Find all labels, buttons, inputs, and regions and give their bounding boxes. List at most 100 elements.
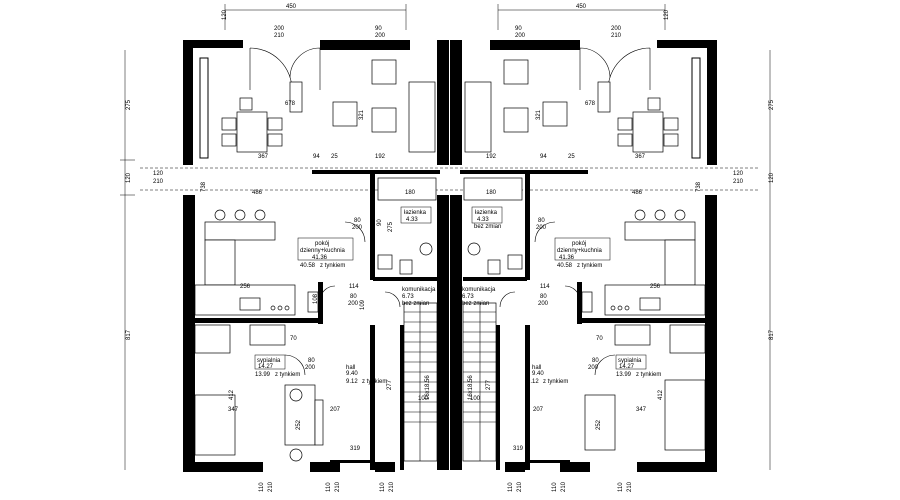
dining-table <box>236 111 268 153</box>
dim-right-817: 817 <box>769 329 775 340</box>
r-dim-192: 192 <box>486 154 497 160</box>
r-door-height: 200 <box>536 225 547 231</box>
r-bedroom-area-plaster-note: z tynkiem <box>636 372 661 378</box>
r-dim-367: 367 <box>635 154 646 160</box>
door-height: 200 <box>352 225 363 231</box>
r-dim-321: 321 <box>536 109 542 120</box>
dim-bottom-210b: 210 <box>335 481 341 492</box>
armchair <box>332 101 358 127</box>
hall-area: 9.40 <box>346 371 358 377</box>
door-width-3: 80 <box>308 358 315 364</box>
corridor-note: bez zmian <box>402 301 429 307</box>
r-bedroom-area-plaster: 13.99 <box>616 372 632 378</box>
armchair <box>371 59 397 85</box>
hall-area-plaster-note: z tynkiem <box>362 379 387 385</box>
dim-top-r-210: 210 <box>611 33 622 39</box>
bedroom-area-plaster-note: z tynkiem <box>275 372 300 378</box>
r-dim-114: 114 <box>540 284 550 290</box>
dim-100: 100 <box>418 396 429 402</box>
dim-277: 277 <box>387 379 393 390</box>
r-dim-412: 412 <box>658 389 664 400</box>
dim-bottom-210c: 210 <box>389 481 395 492</box>
r-dim-252: 252 <box>596 419 602 430</box>
dim-109: 109 <box>360 299 366 310</box>
corridor-label: komunikacja <box>402 287 436 293</box>
dim-right-210: 210 <box>733 179 744 185</box>
toilet <box>419 242 433 256</box>
r-dim-70: 70 <box>596 336 603 342</box>
dim-bottom-110: 110 <box>259 482 265 492</box>
r-bath-note: bez zmian <box>474 224 501 230</box>
dim-94: 94 <box>313 154 320 160</box>
living-room-label: pokój <box>315 241 329 247</box>
r-hall-area-plaster: 9.12 <box>527 379 539 385</box>
dim-347: 347 <box>228 407 239 413</box>
r-dim-bottom-110c: 110 <box>618 482 624 492</box>
living-room-area-plaster-note: z tynkiem <box>320 263 345 269</box>
r-dim-100: 100 <box>470 396 481 402</box>
r-door-width-3: 80 <box>592 358 599 364</box>
r-hall-area: 9.40 <box>532 371 544 377</box>
r-door-width-2: 80 <box>540 294 547 300</box>
r-corridor-label: komunikacja <box>462 287 496 293</box>
dim-top-90: 90 <box>375 26 382 32</box>
r-dim-319: 319 <box>513 446 524 452</box>
r-corridor-area: 6.73 <box>462 294 474 300</box>
dim-right-120: 120 <box>769 172 775 183</box>
dim-192: 192 <box>375 154 386 160</box>
kitchen-counter <box>204 221 276 241</box>
r-hall-area-plaster-note: z tynkiem <box>543 379 568 385</box>
dim-top-right-450: 450 <box>576 4 587 10</box>
bath-area: 4.33 <box>406 217 418 223</box>
right-unit: łazienka 4.33 bez zmian pokój dzienny+ku… <box>450 40 717 492</box>
door-height-2: 200 <box>348 301 359 307</box>
dim-bottom-110b: 110 <box>326 482 332 492</box>
r-dim-94: 94 <box>540 154 547 160</box>
r-dim-bottom-210b: 210 <box>561 481 567 492</box>
r-living-room-area: 41.36 <box>559 255 575 261</box>
dim-486: 486 <box>252 190 263 196</box>
dim-top-r-200: 200 <box>515 33 526 39</box>
dim-114: 114 <box>349 284 359 290</box>
r-bath-label: łazienka <box>475 210 498 216</box>
wall <box>183 40 193 165</box>
bath-label: łazienka <box>404 210 427 216</box>
r-dim-bottom-210c: 210 <box>627 481 633 492</box>
dim-70: 70 <box>290 336 297 342</box>
living-room-area-plaster: 40.58 <box>300 263 316 269</box>
dim-right-120b: 120 <box>733 171 744 177</box>
dim-left-817: 817 <box>126 329 132 340</box>
dim-top-r-120: 120 <box>664 9 670 20</box>
hall-label: hall <box>346 365 355 371</box>
r-dim-bottom-110b: 110 <box>552 482 558 492</box>
dim-321: 321 <box>359 109 365 120</box>
r-bath-area: 4.33 <box>477 217 489 223</box>
r-dim-347: 347 <box>636 407 647 413</box>
door-width-2: 80 <box>350 294 357 300</box>
r-dim-180: 180 <box>486 190 497 196</box>
r-living-room-label-2: dzienny+kuchnia <box>557 248 603 254</box>
staircase <box>403 302 438 462</box>
door-width: 80 <box>354 218 361 224</box>
dim-180: 180 <box>405 190 416 196</box>
bathtub <box>377 177 437 201</box>
r-living-room-label: pokój <box>572 241 586 247</box>
dim-bottom-110c: 110 <box>380 482 386 492</box>
stair-steps: 16x18.56 <box>425 375 431 400</box>
top-dimensions: 450 450 120 200 210 90 200 90 200 200 21… <box>222 4 670 39</box>
r-dim-25: 25 <box>568 154 575 160</box>
dim-right-275: 275 <box>769 99 775 110</box>
dim-108: 108 <box>313 293 319 304</box>
r-bedroom-area: 14.27 <box>619 364 635 370</box>
r-living-room-area-plaster-note: z tynkiem <box>577 263 602 269</box>
dim-25: 25 <box>331 154 338 160</box>
dim-top-210: 210 <box>274 33 285 39</box>
dim-90: 90 <box>377 219 383 226</box>
dim-319: 319 <box>350 446 361 452</box>
dim-top-r-90: 90 <box>515 26 522 32</box>
door-height-3: 200 <box>305 365 316 371</box>
corridor-area: 6.73 <box>402 294 414 300</box>
r-dim-207: 207 <box>533 407 544 413</box>
r-dim-678: 678 <box>585 101 596 107</box>
